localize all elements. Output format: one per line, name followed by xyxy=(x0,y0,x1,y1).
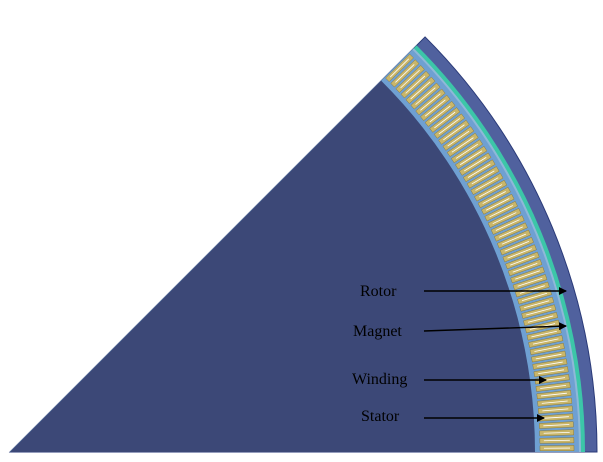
slot-divider xyxy=(512,262,538,273)
winding-label: Winding xyxy=(352,371,407,388)
slot-divider xyxy=(537,361,563,367)
slot-divider xyxy=(459,150,483,166)
slot-divider xyxy=(535,353,562,360)
slot-divider xyxy=(420,93,441,111)
slot-divider xyxy=(482,191,506,204)
slot-divider xyxy=(429,105,451,123)
winding-callout: Winding xyxy=(352,371,547,388)
magnet-callout: Magnet xyxy=(353,322,567,340)
slot-divider xyxy=(415,87,436,105)
slot-divider xyxy=(447,130,470,147)
slot-divider xyxy=(521,292,548,301)
stator-label: Stator xyxy=(361,408,400,425)
slot-divider xyxy=(534,346,561,352)
slot-divider xyxy=(543,424,570,427)
rotor-label: Rotor xyxy=(360,283,397,300)
slot-divider xyxy=(485,198,510,211)
slot-divider xyxy=(389,58,410,78)
magnet-label: Magnet xyxy=(353,323,402,340)
slot-divider xyxy=(405,75,426,94)
slot-divider xyxy=(524,300,550,309)
slot-divider xyxy=(532,338,559,345)
slot-divider xyxy=(541,400,568,404)
slot-divider xyxy=(475,177,499,191)
slot-divider xyxy=(507,248,532,259)
slot-divider xyxy=(540,385,567,389)
slot-divider xyxy=(478,184,503,198)
slot-divider xyxy=(395,64,415,83)
slot-divider xyxy=(400,69,420,89)
rotor-callout: Rotor xyxy=(360,283,567,300)
slot-divider xyxy=(515,270,540,280)
slot-divider xyxy=(543,439,570,442)
slot-divider xyxy=(531,330,557,338)
slot-divider xyxy=(542,408,569,412)
slot-divider xyxy=(434,111,456,129)
slot-divider xyxy=(538,369,564,375)
slot-divider xyxy=(542,416,569,419)
slot-divider xyxy=(543,431,570,434)
stator-callout: Stator xyxy=(361,408,545,425)
slot-divider xyxy=(443,124,465,141)
slot-divider xyxy=(455,143,479,159)
slot-divider xyxy=(517,277,543,287)
slot-divider xyxy=(467,163,491,178)
slot-divider xyxy=(541,392,567,397)
slot-divider xyxy=(424,99,446,117)
slot-divider xyxy=(519,285,545,294)
slot-divider xyxy=(463,157,487,172)
slot-divider xyxy=(438,118,461,135)
slot-divider xyxy=(504,240,530,252)
stator-core xyxy=(10,80,535,453)
slot-divider xyxy=(489,205,514,218)
slot-divider xyxy=(492,212,517,225)
slot-divider xyxy=(471,170,495,185)
slot-divider xyxy=(527,315,554,323)
slot-divider xyxy=(526,307,552,316)
slot-divider xyxy=(510,255,535,266)
magnet-arrow xyxy=(423,322,567,332)
slot-divider xyxy=(495,219,520,231)
slot-divider xyxy=(410,81,431,100)
slot-divider xyxy=(451,137,474,153)
slot-divider xyxy=(501,233,527,245)
slot-divider xyxy=(498,226,523,238)
